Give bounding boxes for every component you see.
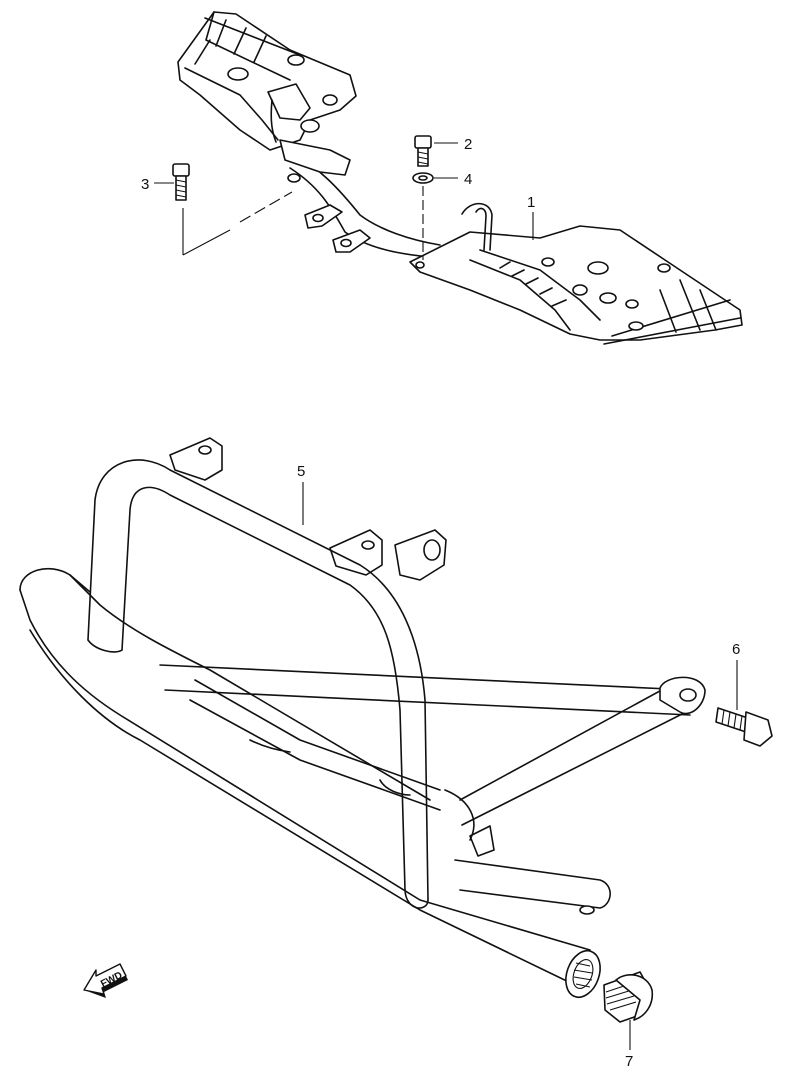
callout-6: 6 (732, 641, 740, 710)
callout-label: 4 (464, 171, 472, 188)
forward-arrow-icon: FWD (83, 963, 128, 998)
bolt-2 (414, 135, 432, 167)
plug-7 (603, 971, 654, 1023)
callout-label: 2 (464, 136, 472, 153)
bolt-6 (715, 707, 773, 747)
callout-2: 2 (434, 136, 472, 153)
callout-3: 3 (141, 176, 174, 193)
callout-label: 7 (625, 1053, 633, 1070)
washer-4 (412, 172, 434, 184)
front-bumper-guard (19, 437, 706, 999)
callout-7: 7 (625, 1020, 633, 1070)
callout-label: 6 (732, 641, 740, 658)
bolt-3 (172, 163, 190, 201)
footrest-assembly (177, 11, 743, 345)
callout-label: 1 (527, 194, 535, 211)
callout-4: 4 (434, 171, 472, 188)
callout-label: 3 (141, 176, 149, 193)
callout-5: 5 (297, 463, 305, 525)
callout-label: 5 (297, 463, 305, 480)
callout-1: 1 (527, 194, 535, 240)
